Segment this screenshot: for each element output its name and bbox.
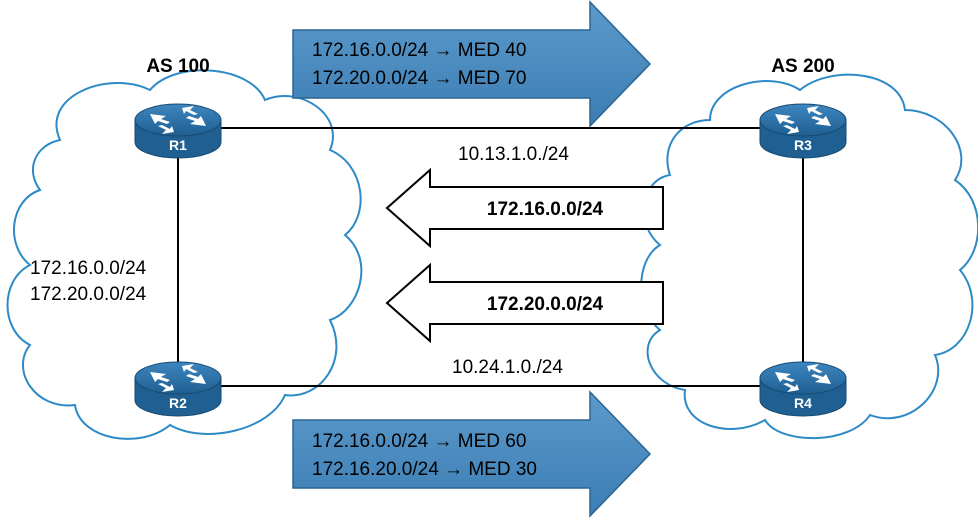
as200-label: AS 200 — [771, 56, 834, 77]
link-bottom-label: 10.24.1.0./24 — [452, 357, 563, 378]
router-arrows-icon — [775, 106, 831, 134]
arrow-top-line1: 172.16.0.0/24 → MED 40 — [312, 40, 526, 61]
arrow-bottom-line2: 172.16.20.0/24 → MED 30 — [312, 459, 537, 480]
arrow-top-med: 172.16.0.0/24 → MED 40 172.20.0.0/24 → M… — [292, 0, 652, 128]
router-r4: R4 — [759, 361, 847, 417]
arrow-bottom-line1: 172.16.0.0/24 → MED 60 — [312, 431, 526, 452]
as100-cloud — [6, 69, 363, 440]
router-r2-label: R2 — [169, 395, 187, 411]
as200-cloud — [640, 73, 978, 440]
as100-prefix-2: 172.20.0.0/24 — [30, 284, 147, 305]
arrow-top-line2: 172.20.0.0/24 → MED 70 — [312, 68, 526, 89]
router-r3-label: R3 — [794, 137, 812, 153]
router-r3: R3 — [759, 103, 847, 159]
router-r4-label: R4 — [794, 395, 812, 411]
arrow-mid-172-16: 172.16.0.0/24 — [385, 167, 664, 249]
arrow-mid2-label: 172.20.0.0/24 — [487, 294, 604, 315]
arrow-bottom-med: 172.16.0.0/24 → MED 60 172.16.20.0/24 → … — [292, 390, 652, 518]
router-r2: R2 — [134, 361, 222, 417]
as100-prefix-1: 172.16.0.0/24 — [30, 258, 147, 279]
arrow-mid-172-20: 172.20.0.0/24 — [385, 262, 664, 344]
link-top-label: 10.13.1.0./24 — [458, 144, 569, 165]
router-arrows-icon — [150, 106, 206, 134]
router-arrows-icon — [150, 364, 206, 392]
router-r1: R1 — [134, 103, 222, 159]
arrow-mid1-label: 172.16.0.0/24 — [487, 199, 604, 220]
router-arrows-icon — [775, 364, 831, 392]
as100-label: AS 100 — [146, 56, 209, 77]
router-r1-label: R1 — [169, 137, 187, 153]
